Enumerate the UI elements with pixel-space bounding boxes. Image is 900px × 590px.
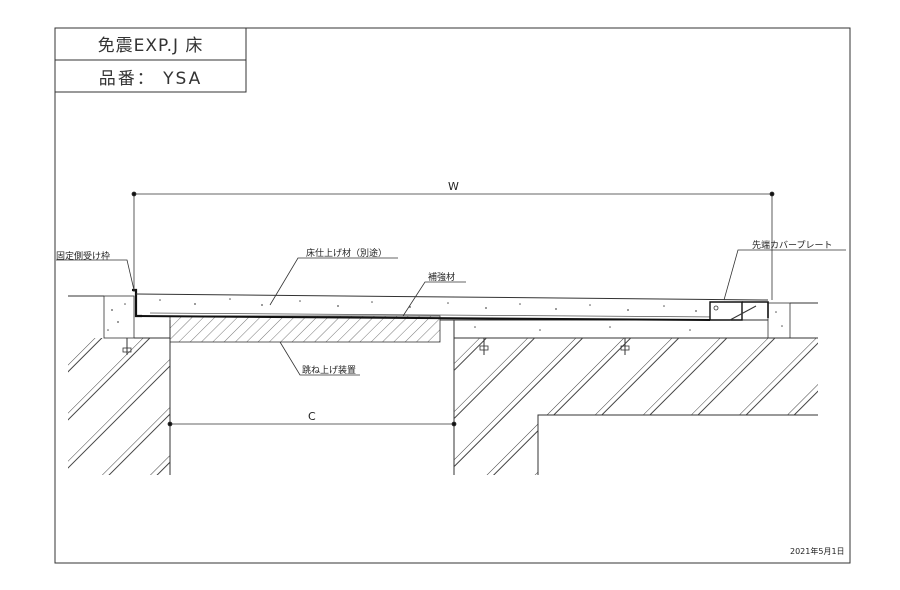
dimension-w-label: W [448, 180, 459, 193]
lift-device-body [169, 315, 441, 343]
part-number: 品番： YSA [98, 69, 203, 89]
label-fixed-side-frame: 固定側受け枠 [56, 252, 111, 262]
concrete-texture [107, 298, 783, 331]
right-structure [440, 302, 818, 475]
dimension-w [131, 191, 775, 300]
dimension-c [167, 421, 457, 427]
floor-plate [132, 288, 769, 321]
sheet-border [54, 27, 851, 564]
label-reinforcement: 補強材 [428, 273, 456, 283]
label-tip-cover-plate: 先端カバープレート [752, 241, 833, 251]
leaders [56, 249, 846, 376]
drawing-title: 免震EXP.J 床 [97, 36, 204, 56]
label-lift-device: 跳ね上げ装置 [302, 366, 357, 376]
dimension-c-label: C [308, 410, 316, 423]
drawing-date: 2021年5月1日 [790, 547, 845, 556]
left-structure [68, 295, 440, 475]
label-floor-finish: 床仕上げ材（別途） [306, 249, 388, 259]
